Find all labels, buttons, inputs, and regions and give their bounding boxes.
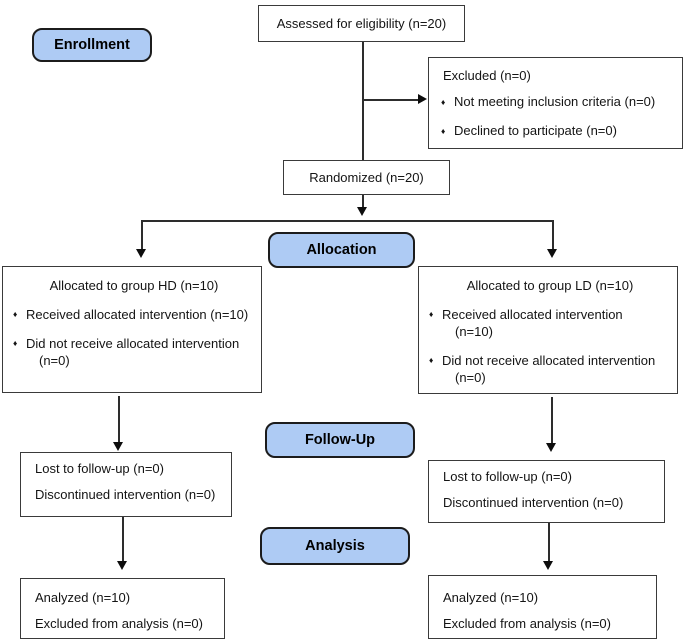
allocation-ld-bullet-1: ♦ Received allocated intervention (n=10) [429,306,671,340]
allocation-hd-bullet-2: ♦ Did not receive allocated intervention… [13,335,255,369]
analysis-ld-line-1: Analyzed (n=10) [443,590,539,605]
followup-hd-line-1: Lost to follow-up (n=0) [35,461,164,476]
bullet-text: Did not receive allocated intervention [442,353,656,368]
allocation-ld-title: Allocated to group LD (n=10) [466,278,634,293]
connector-branch-to-ld [552,220,554,250]
analysis-ld-line-2: Excluded from analysis (n=0) [443,616,611,631]
bullet-text-line2: (n=0) [455,370,486,385]
excluded-bullet-2: ♦ Declined to participate (n=0) [441,123,674,140]
arrowhead-alloc-hd [136,249,146,258]
diamond-bullet-icon: ♦ [441,126,446,136]
arrowhead-alloc-ld [547,249,557,258]
connector-followup-to-analysis-ld [548,523,550,562]
bullet-text-line2: (n=0) [39,353,70,368]
arrowhead-excluded [418,94,427,104]
stage-label-followup: Follow-Up [265,422,415,458]
diamond-bullet-icon: ♦ [13,338,18,348]
arrowhead-analysis-hd [117,561,127,570]
allocation-hd-box: Allocated to group HD (n=10) ♦ Received … [2,266,262,393]
diamond-bullet-icon: ♦ [13,309,18,319]
bullet-text: Did not receive allocated intervention [26,336,240,351]
stage-label-analysis: Analysis [260,527,410,565]
allocation-hd-bullet-1: ♦ Received allocated intervention (n=10) [13,306,255,323]
analysis-hd-box: Analyzed (n=10) Excluded from analysis (… [20,578,225,639]
allocation-ld-bullet-2: ♦ Did not receive allocated intervention… [429,352,671,386]
allocation-ld-box: Allocated to group LD (n=10) ♦ Received … [418,266,678,394]
connector-ld-to-followup [551,397,553,444]
diamond-bullet-icon: ♦ [429,309,434,319]
bullet-text-line2: (n=10) [455,324,493,339]
randomized-text: Randomized (n=20) [309,169,424,185]
branch-line [142,220,553,222]
connector-to-excluded [363,99,418,101]
diamond-bullet-icon: ♦ [429,355,434,365]
followup-hd-box: Lost to follow-up (n=0) Discontinued int… [20,452,232,517]
excluded-bullet-1: ♦ Not meeting inclusion criteria (n=0) [441,94,674,111]
followup-hd-line-2: Discontinued intervention (n=0) [35,487,216,502]
excluded-box: Excluded (n=0) ♦ Not meeting inclusion c… [428,57,683,149]
excluded-title: Excluded (n=0) [443,68,531,83]
assessed-text: Assessed for eligibility (n=20) [276,15,447,31]
analysis-hd-line-1: Analyzed (n=10) [35,590,131,605]
analysis-ld-box: Analyzed (n=10) Excluded from analysis (… [428,575,657,639]
bullet-text: Declined to participate (n=0) [454,123,617,138]
connector-randomized-to-branch [362,195,364,208]
bullet-text: Not meeting inclusion criteria (n=0) [454,94,656,109]
stage-label-enrollment: Enrollment [32,28,152,62]
stage-label-allocation: Allocation [268,232,415,268]
followup-ld-box: Lost to follow-up (n=0) Discontinued int… [428,460,665,523]
arrowhead-branch [357,207,367,216]
followup-ld-line-1: Lost to follow-up (n=0) [443,469,572,484]
arrowhead-followup-hd [113,442,123,451]
analysis-hd-line-2: Excluded from analysis (n=0) [35,616,203,631]
arrowhead-analysis-ld [543,561,553,570]
diamond-bullet-icon: ♦ [441,97,446,107]
allocation-hd-title: Allocated to group HD (n=10) [49,278,219,293]
connector-branch-to-hd [141,220,143,250]
followup-ld-line-2: Discontinued intervention (n=0) [443,495,624,510]
randomized-box: Randomized (n=20) [283,160,450,195]
bullet-text: Received allocated intervention (n=10) [26,307,249,322]
assessed-box: Assessed for eligibility (n=20) [258,5,465,42]
bullet-text: Received allocated intervention [442,307,623,322]
arrowhead-followup-ld [546,443,556,452]
connector-assessed-to-randomized [362,42,364,160]
connector-hd-to-followup [118,396,120,443]
connector-followup-to-analysis-hd [122,517,124,562]
